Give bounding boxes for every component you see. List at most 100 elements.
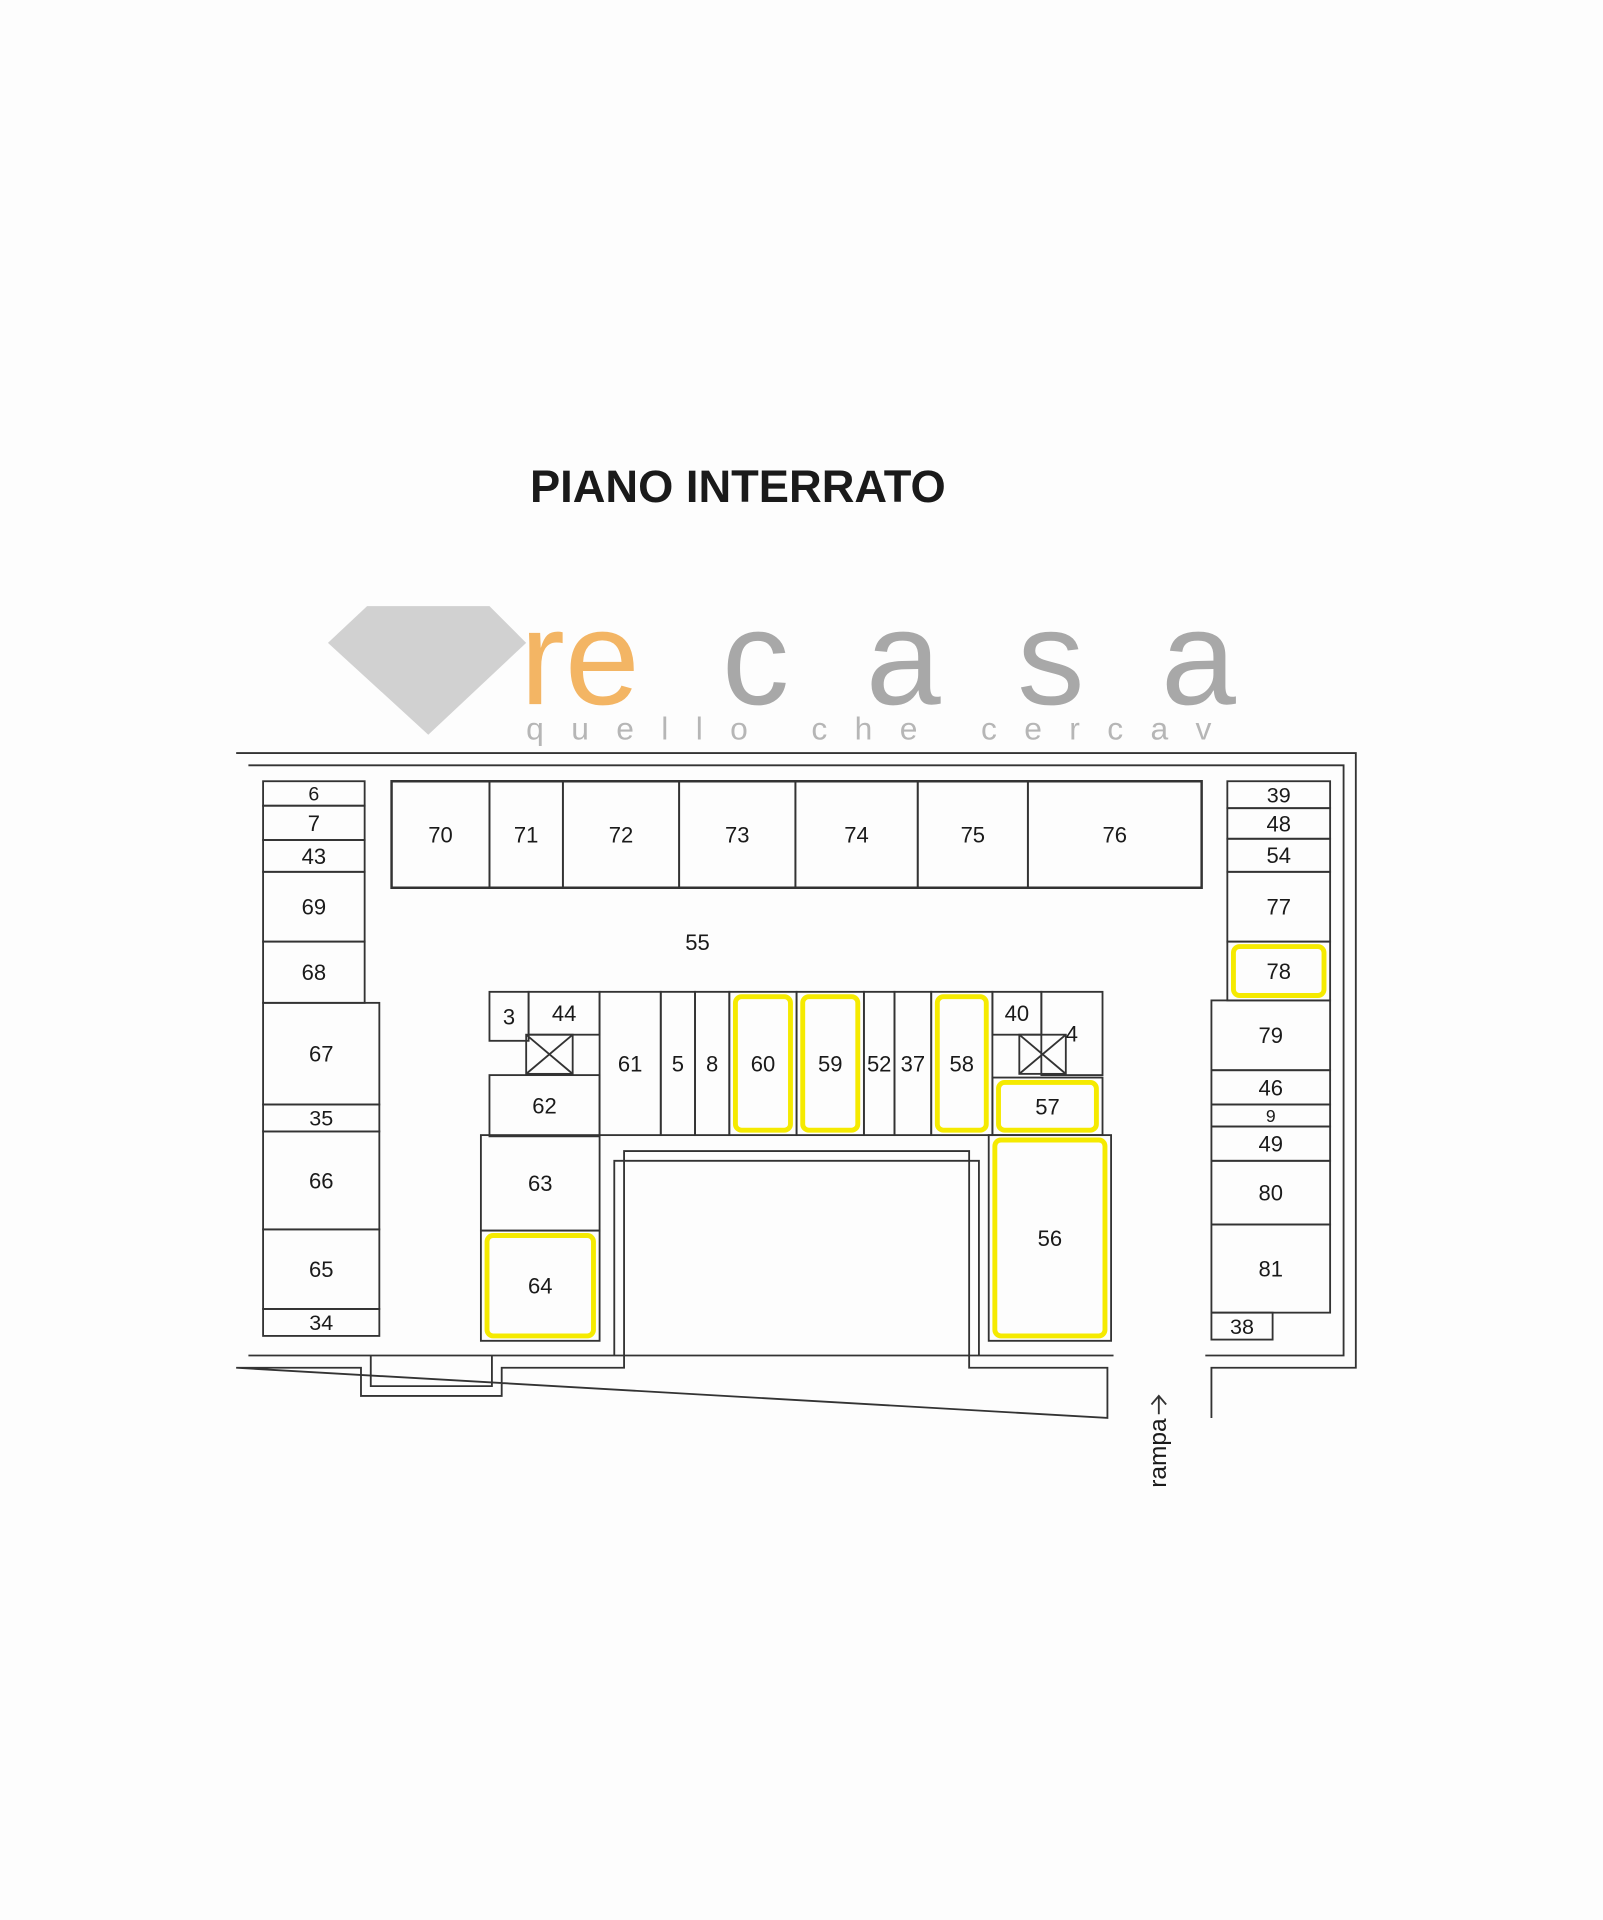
room-39: 39 <box>1226 780 1332 810</box>
watermark-brand-re: re <box>520 582 640 733</box>
room-54: 54 <box>1226 837 1332 873</box>
room-label: 67 <box>309 1042 333 1067</box>
watermark-logo: re casa quello che cercav <box>327 582 1236 747</box>
room-73: 73 <box>678 780 797 889</box>
room-52: 52 <box>862 990 896 1137</box>
room-label: 68 <box>302 960 326 985</box>
room-label: 48 <box>1266 811 1290 836</box>
room-label: 59 <box>818 1051 842 1076</box>
room-43: 43 <box>262 839 366 873</box>
room-58: 58 <box>930 990 994 1137</box>
room-label: 77 <box>1266 895 1290 920</box>
room-49: 49 <box>1210 1125 1332 1162</box>
room-44: 44 <box>527 990 601 1036</box>
room-67: 67 <box>262 1001 381 1106</box>
room-46: 46 <box>1210 1069 1332 1106</box>
highlight-marker <box>996 1080 1099 1133</box>
room-61: 61 <box>598 990 662 1137</box>
room-label: 62 <box>532 1094 556 1119</box>
room-label: 60 <box>751 1051 775 1076</box>
room-label: 39 <box>1267 783 1291 807</box>
room-label: 7 <box>308 811 320 836</box>
room-label: 65 <box>309 1257 333 1282</box>
room-label: 58 <box>950 1051 974 1076</box>
room-label: 79 <box>1259 1023 1283 1048</box>
room-label: 44 <box>552 1001 576 1026</box>
room-40: 40 <box>991 990 1043 1036</box>
room-6: 6 <box>262 780 366 807</box>
highlight-marker <box>934 994 989 1133</box>
room-34: 34 <box>262 1308 381 1337</box>
room-80: 80 <box>1210 1159 1332 1226</box>
room-66: 66 <box>262 1130 381 1231</box>
room-4: 4 <box>1040 990 1104 1077</box>
room-7: 7 <box>262 804 366 841</box>
room-48: 48 <box>1226 807 1332 840</box>
room-77: 77 <box>1226 870 1332 943</box>
room-label: 43 <box>302 844 326 869</box>
room-label: 37 <box>901 1051 925 1076</box>
room-outline <box>479 1229 601 1342</box>
room-label: 64 <box>528 1274 552 1299</box>
room-label: 80 <box>1259 1181 1283 1206</box>
room-81: 81 <box>1210 1223 1332 1314</box>
room-5: 5 <box>659 990 696 1137</box>
room-label: 76 <box>1103 822 1127 847</box>
room-label: 49 <box>1259 1132 1283 1157</box>
room-label: 71 <box>514 822 538 847</box>
room-label: 38 <box>1230 1315 1254 1339</box>
room-label: 5 <box>672 1051 684 1076</box>
room-outline <box>1026 780 1203 889</box>
room-label: 35 <box>309 1107 333 1131</box>
room-65: 65 <box>262 1228 381 1310</box>
room-57: 57 <box>991 1076 1104 1137</box>
watermark-tagline: quello che cercav <box>526 711 1211 747</box>
room-68: 68 <box>262 940 366 1004</box>
room-3: 3 <box>488 990 530 1042</box>
room-label: 75 <box>961 822 985 847</box>
room-label: 69 <box>302 895 326 920</box>
corridor-label: 55 <box>685 930 709 955</box>
room-outline <box>262 1308 381 1337</box>
room-label: 81 <box>1259 1256 1283 1281</box>
room-76: 76 <box>1026 780 1203 889</box>
room-74: 74 <box>794 780 919 889</box>
room-label: 63 <box>528 1171 552 1196</box>
room-8: 8 <box>694 990 731 1137</box>
room-label: 54 <box>1266 843 1290 868</box>
room-label: 4 <box>1066 1021 1078 1046</box>
room-outline <box>987 1134 1113 1342</box>
room-outline <box>1210 1311 1274 1341</box>
room-38: 38 <box>1210 1311 1274 1341</box>
arrow-up-icon <box>1150 1394 1167 1415</box>
highlight-marker <box>992 1137 1108 1339</box>
room-label: 8 <box>706 1051 718 1076</box>
highlight-marker <box>800 994 861 1133</box>
room-label: 9 <box>1266 1106 1276 1126</box>
room-label: 3 <box>503 1004 515 1029</box>
room-63: 63 <box>479 1134 601 1232</box>
highlight-marker <box>484 1233 596 1339</box>
room-label: 61 <box>618 1051 642 1076</box>
room-72: 72 <box>561 780 681 889</box>
room-71: 71 <box>488 780 564 889</box>
room-35: 35 <box>262 1103 381 1133</box>
room-69: 69 <box>262 870 366 943</box>
room-outline <box>930 990 994 1137</box>
room-56: 56 <box>987 1134 1113 1342</box>
room-label: 74 <box>844 822 868 847</box>
room-label: 73 <box>725 822 749 847</box>
room-label: 66 <box>309 1168 333 1193</box>
ramp-indicator: rampa <box>1145 1394 1172 1488</box>
room-78: 78 <box>1226 940 1332 1002</box>
highlight-marker <box>1231 944 1327 998</box>
room-79: 79 <box>1210 999 1332 1072</box>
room-label: 52 <box>867 1051 891 1076</box>
room-60: 60 <box>728 990 798 1137</box>
room-59: 59 <box>795 990 865 1137</box>
room-label: 56 <box>1038 1226 1062 1251</box>
plan-title: PIANO INTERRATO <box>530 461 946 512</box>
room-label: 57 <box>1035 1094 1059 1119</box>
